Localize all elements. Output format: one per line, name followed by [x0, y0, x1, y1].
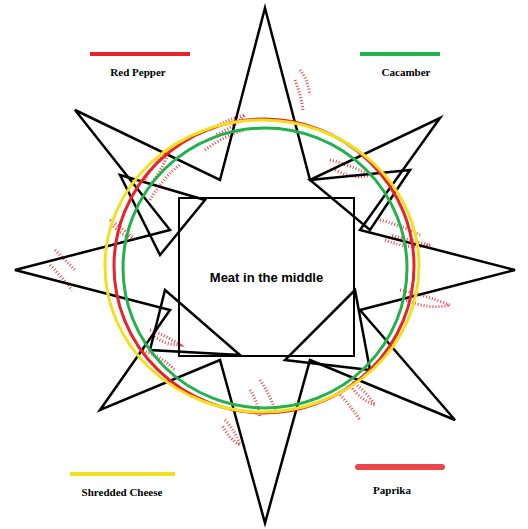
paprika-swatch — [355, 464, 445, 470]
meat-box: Meat in the middle — [178, 197, 355, 357]
star-outline — [15, 8, 515, 523]
node-label: Meat in the middle — [208, 269, 325, 286]
legend-line-swatch — [90, 52, 190, 56]
topping-rings — [105, 119, 419, 413]
legend-label: Red Pepper — [110, 66, 165, 78]
legend-line-swatch — [360, 52, 440, 56]
legend-label: Shredded Cheese — [82, 486, 163, 498]
legend-label: Paprika — [373, 484, 411, 496]
legend-label: Cacamber — [382, 66, 431, 78]
legend-line-swatch — [70, 472, 175, 476]
